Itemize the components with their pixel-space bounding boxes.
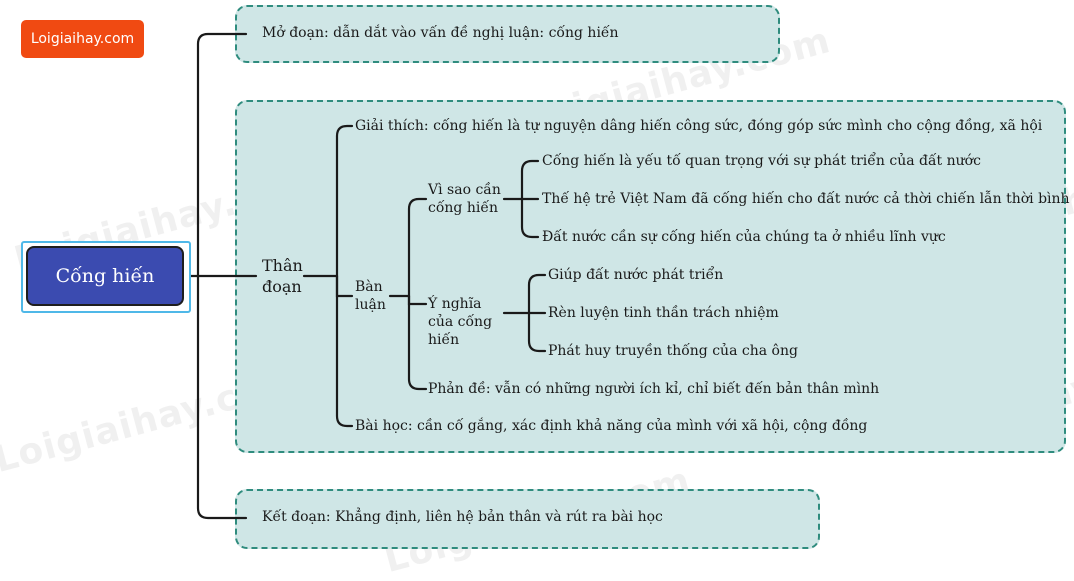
root-node[interactable]: Cống hiến [26,246,184,306]
phan-de-node[interactable]: Phản đề: vẫn có những người ích kỉ, chỉ … [428,381,880,397]
connector-lines [185,32,547,520]
ban-luan-node[interactable]: Bàn luận [355,279,386,313]
bai-hoc-node[interactable]: Bài học: cần cố gắng, xác định khả năng … [355,418,868,434]
y-nghia-item[interactable]: Rèn luyện tinh thần trách nhiệm [548,305,779,321]
vi-sao-item[interactable]: Đất nước cần sự cống hiến của chúng ta ở… [542,229,946,245]
vi-sao-item[interactable]: Thế hệ trẻ Việt Nam đã cống hiến cho đất… [542,191,1070,207]
y-nghia-item[interactable]: Phát huy truyền thống của cha ông [548,343,798,359]
vi-sao-item[interactable]: Cống hiến là yếu tố quan trọng với sự ph… [542,153,981,169]
than-doan-node[interactable]: Thân đoạn [262,256,303,296]
vi-sao-node[interactable]: Vì sao cần cống hiến [428,182,501,216]
ket-doan-node[interactable]: Kết đoạn: Khẳng định, liên hệ bản thân v… [262,509,663,525]
y-nghia-node[interactable]: Ý nghĩa của cống hiến [428,296,493,348]
giai-thich-node[interactable]: Giải thích: cống hiến là tự nguyện dâng … [355,118,1043,134]
than-doan-box [235,100,1066,453]
y-nghia-item[interactable]: Giúp đất nước phát triển [548,267,724,283]
mo-doan-box [235,5,780,63]
site-logo[interactable]: Loigiaihay.com [21,20,144,58]
mo-doan-node[interactable]: Mở đoạn: dẫn dắt vào vấn đề nghị luận: c… [262,25,619,41]
